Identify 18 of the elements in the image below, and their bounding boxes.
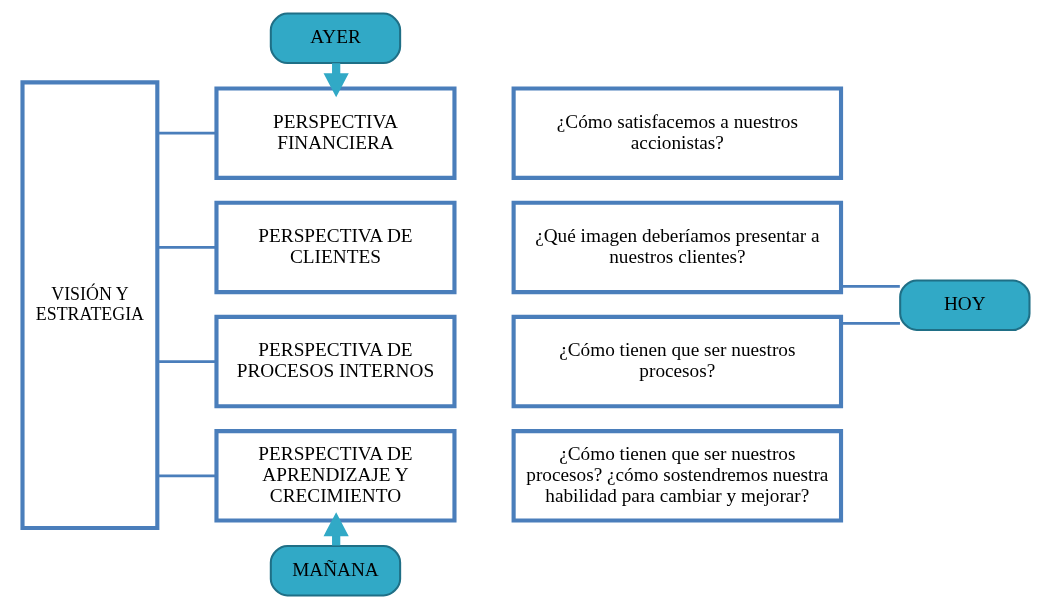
connector [157, 131, 217, 135]
node-box: PERSPECTIVA DE APRENDIZAJE Y CRECIMIENTO [214, 429, 457, 523]
node-box: PERSPECTIVA DE PROCESOS INTERNOS [214, 314, 457, 409]
node-box: ¿Cómo tienen que ser nuestros procesos? [511, 314, 844, 409]
node-box: HOY [899, 279, 1031, 331]
node-box: AYER [269, 12, 402, 65]
node-box: ¿Qué imagen deberíamos presentar a nuestros clientes? [511, 200, 844, 295]
node-box: PERSPECTIVA FINANCIERA [214, 86, 457, 180]
connector [157, 360, 217, 363]
connector [157, 246, 217, 249]
node-box: PERSPECTIVA DE CLIENTES [214, 200, 457, 295]
connector [841, 322, 900, 325]
connector [841, 284, 900, 288]
node-box: MAÑANA [269, 544, 402, 597]
node-box: ¿Cómo tienen que ser nuestros procesos? ¿cómo sostendremos nuestra habilidad para cambiar y mejorar? [511, 429, 844, 523]
node-box: ¿Cómo satisfacemos a nuestros accionistas? [511, 86, 844, 180]
node-box: VISIÓN Y ESTRATEGIA [20, 80, 160, 531]
connector [157, 474, 217, 478]
